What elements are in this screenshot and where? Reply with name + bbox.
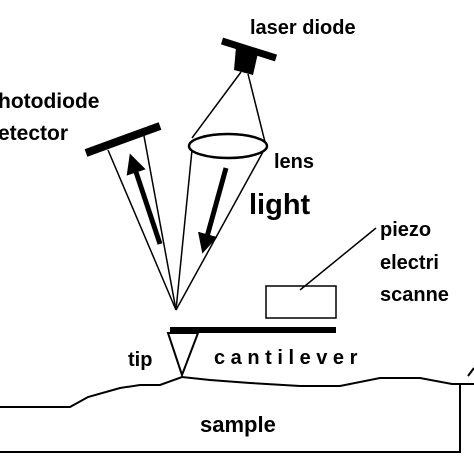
lens-label: lens xyxy=(274,151,314,173)
piezo-scanner xyxy=(265,285,337,319)
tip-label: tip xyxy=(128,349,152,371)
laser-diode xyxy=(220,37,278,75)
piezo-leader-line xyxy=(299,227,377,291)
photodiode-detector xyxy=(84,122,162,157)
laser-diode-label: laser diode xyxy=(250,17,356,39)
reflected-beam xyxy=(107,135,177,311)
photodiode-label-line1: hotodiode xyxy=(0,90,99,113)
reflected-light-arrow xyxy=(126,153,163,245)
vertical-arrow-fragment xyxy=(467,367,474,377)
piezo-label-line1: piezo xyxy=(380,219,431,241)
light-label: light xyxy=(249,189,311,221)
photodiode-label-line2: etector xyxy=(0,122,68,145)
incident-light-arrow xyxy=(198,167,229,254)
cantilever-label: c a n t i l e v e r xyxy=(214,347,358,369)
tip xyxy=(166,332,200,378)
sample xyxy=(0,375,474,453)
lens xyxy=(187,132,269,160)
sample-label: sample xyxy=(200,412,276,437)
piezo-label-line3: scanne xyxy=(380,284,449,306)
laser-beam xyxy=(175,71,266,311)
piezo-label-line2: electri xyxy=(380,252,439,274)
cantilever xyxy=(170,327,336,333)
